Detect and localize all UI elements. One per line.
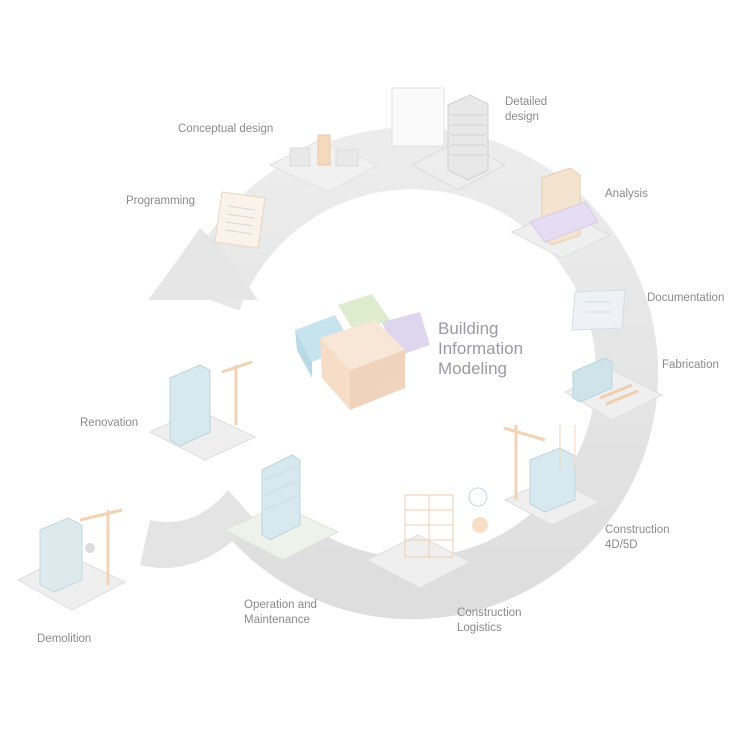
label-renovation: Renovation <box>80 417 139 429</box>
construction-4d5d-illustration <box>503 425 602 526</box>
bim-logo <box>295 294 430 410</box>
construction-logistics-illustration <box>365 487 488 589</box>
demolition-illustration <box>16 508 127 611</box>
fabrication-illustration <box>563 357 664 421</box>
label-analysis: Analysis <box>605 188 648 200</box>
label-fabrication: Fabrication <box>662 359 719 371</box>
operation-maintenance-illustration <box>223 454 340 561</box>
renovation-illustration <box>148 360 257 461</box>
label-conceptual-design: Conceptual design <box>178 123 274 135</box>
ring-arrow-head <box>148 228 258 300</box>
analysis-illustration <box>510 167 612 259</box>
ring-arrow-tail <box>140 490 255 568</box>
center-title-line-1: Building <box>438 319 499 338</box>
label-documentation: Documentation <box>647 292 725 304</box>
documentation-illustration <box>571 289 626 331</box>
center-title-line-3: Modeling <box>438 359 507 378</box>
detailed-design-illustration <box>391 87 507 191</box>
conceptual-design-illustration <box>268 134 380 193</box>
label-programming: Programming <box>126 195 196 207</box>
label-demolition: Demolition <box>37 633 92 645</box>
programming-illustration <box>214 191 266 249</box>
center-title-line-2: Information <box>438 339 523 358</box>
